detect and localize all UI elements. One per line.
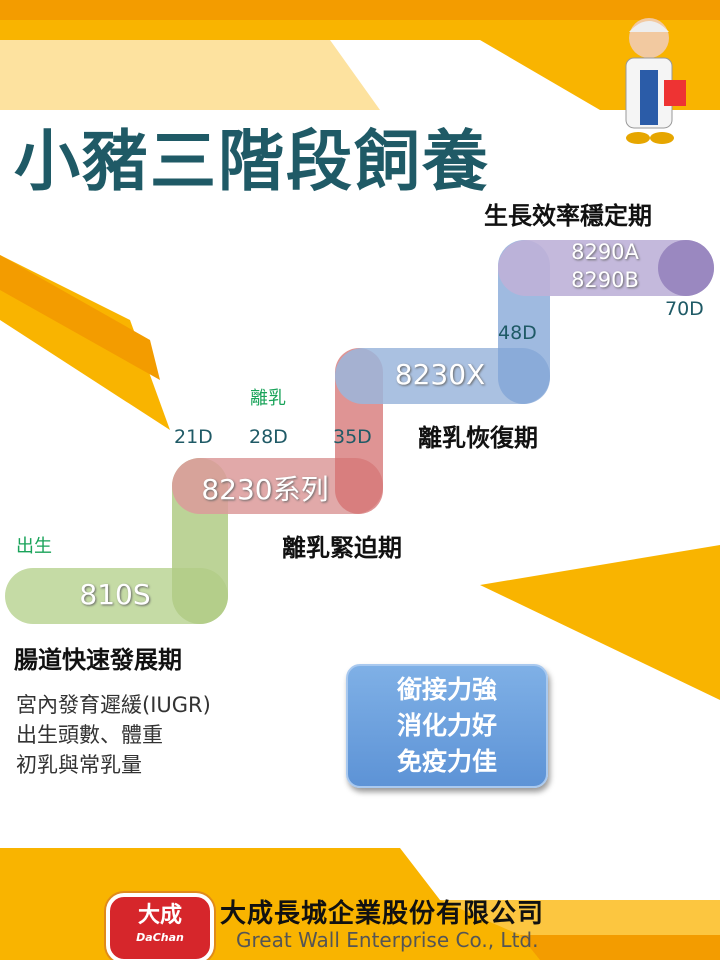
note-item: 初乳與常乳量 [16, 753, 142, 777]
scientist-mascot [604, 10, 694, 145]
company-name-en: Great Wall Enterprise Co., Ltd. [236, 928, 539, 952]
product-8290a: 8290A [571, 240, 639, 264]
benefit-item: 銜接力強 [396, 675, 497, 704]
product-8230-series: 8230系列 [201, 473, 329, 506]
stage-4-label: 生長效率穩定期 [484, 202, 652, 230]
stage-3-label: 離乳恢復期 [418, 424, 538, 452]
day-70: 70D [665, 298, 704, 320]
day-48: 48D [498, 322, 537, 344]
stage-2-label: 離乳緊迫期 [282, 534, 402, 562]
day-21: 21D [174, 426, 213, 448]
stage-1-label: 腸道快速發展期 [14, 646, 182, 674]
benefit-item: 消化力好 [396, 711, 497, 740]
company-name-cn: 大成長城企業股份有限公司 [220, 899, 545, 929]
stage-1-notes: 宮內發育遲緩(IUGR) 出生頭數、體重 初乳與常乳量 [16, 690, 211, 780]
note-item: 出生頭數、體重 [16, 723, 163, 747]
benefits-box: 銜接力強 消化力好 免疫力佳 [346, 664, 548, 788]
page-title: 小豬三階段飼養 [14, 123, 490, 200]
weaning-label: 離乳 [250, 388, 286, 409]
note-item: 宮內發育遲緩(IUGR) [16, 693, 211, 717]
product-8230x: 8230X [394, 358, 486, 391]
pill-purple-end [658, 240, 714, 296]
product-8290b: 8290B [571, 268, 639, 292]
dachan-logo: 大成 DaChan [106, 893, 214, 960]
day-35: 35D [333, 426, 372, 448]
product-810s: 810S [79, 578, 151, 611]
benefit-item: 免疫力佳 [396, 747, 497, 776]
day-28: 28D [249, 426, 288, 448]
birth-label: 出生 [16, 536, 52, 557]
